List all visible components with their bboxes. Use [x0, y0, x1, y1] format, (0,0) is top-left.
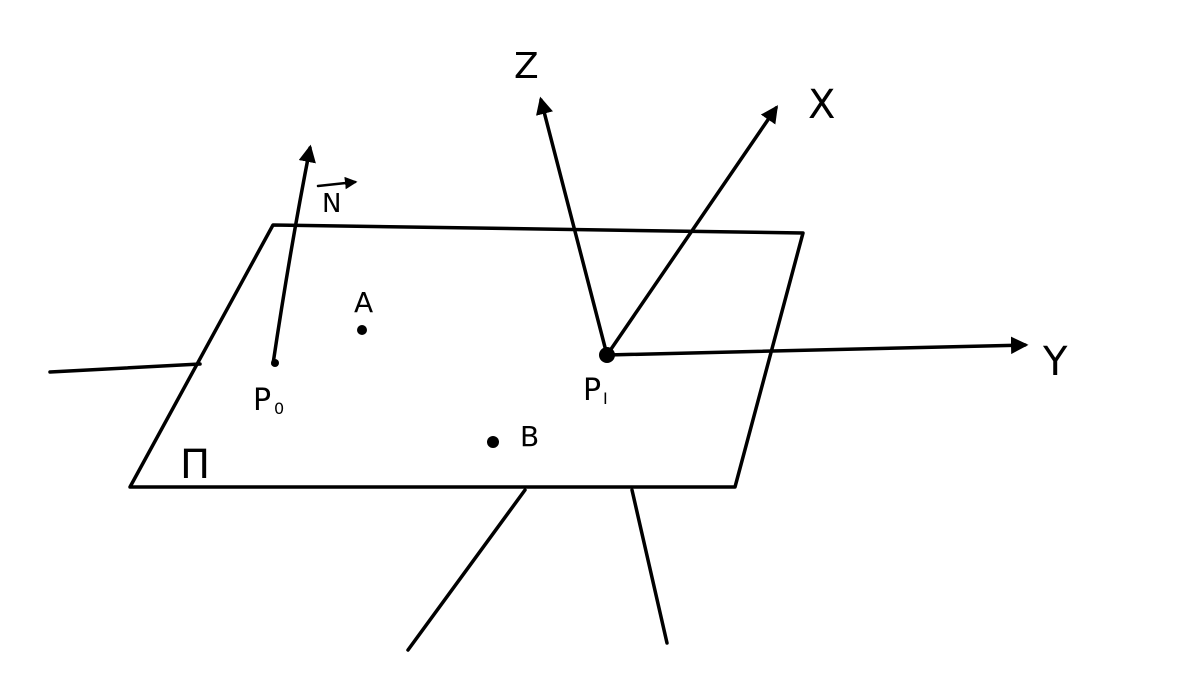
point-b-label: B	[520, 420, 539, 453]
line-bottom-right	[630, 488, 669, 645]
point-p0-dot	[271, 359, 279, 367]
plane-pi	[128, 223, 805, 489]
plane-label: Π	[180, 442, 210, 488]
point-p0-label: P	[253, 383, 271, 418]
normal-vector-arrow	[271, 144, 316, 366]
point-pi-dot	[599, 347, 615, 363]
point-b-dot	[487, 436, 499, 448]
axis-x-label: X	[808, 82, 835, 128]
point-pi-subscript: I	[603, 389, 608, 408]
axis-z-arrow	[536, 96, 609, 357]
axis-x-arrow	[605, 105, 778, 357]
normal-label: N	[322, 189, 341, 219]
line-left	[48, 362, 202, 374]
axis-y-arrow	[605, 336, 1029, 357]
axis-z-label: Z	[514, 46, 539, 87]
point-a-dot	[357, 325, 367, 335]
point-a-label: A	[354, 286, 373, 319]
normal-label-arrow	[316, 176, 358, 190]
point-p0-subscript: 0	[274, 399, 284, 418]
axis-y-label: Y	[1042, 339, 1068, 385]
line-bottom-left	[406, 488, 527, 652]
point-pi-label: P	[583, 373, 601, 408]
